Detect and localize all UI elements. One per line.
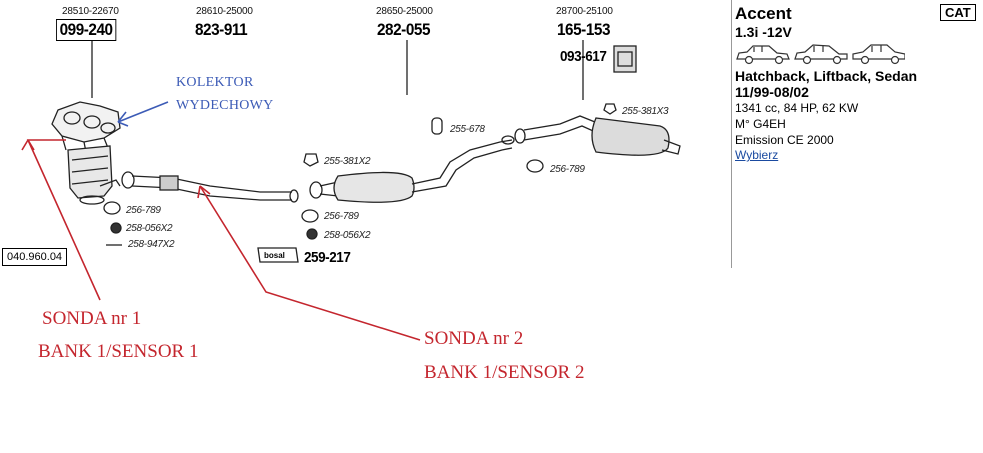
liftback-car-icon — [794, 44, 848, 65]
sedan-car-icon — [852, 44, 905, 65]
label-255-678: 255-678 — [450, 124, 485, 135]
part-number-165-153[interactable]: 165-153 — [557, 20, 611, 39]
label-258-056x2-front: 258-056X2 — [126, 223, 173, 234]
part-number-259-217[interactable]: 259-217 — [304, 249, 351, 266]
vehicle-info-panel: Accent 1.3i -12V Hatchback, Liftback, Se… — [735, 4, 975, 162]
label-255-381x2: 255-381X2 — [324, 156, 371, 167]
vehicle-model-title: Accent — [735, 4, 792, 23]
label-256-789-rear: 256-789 — [550, 164, 585, 175]
front-pipe — [121, 171, 299, 203]
sensor-arrows — [21, 139, 421, 341]
label-256-789-mid: 256-789 — [324, 211, 359, 222]
annotation-kolektor: KOLEKTOR — [176, 75, 254, 90]
label-256-789-front: 256-789 — [126, 205, 161, 216]
hardware-icons — [103, 103, 617, 246]
hanger-093-617 — [613, 45, 637, 73]
reference-number: 040.960.04 — [2, 248, 68, 266]
annotation-sonda-1: SONDA nr 1 — [42, 308, 142, 329]
part-number-099-240[interactable]: 099-240 — [56, 19, 117, 41]
bosal-label: bosal — [264, 251, 285, 260]
part-number-093-617[interactable]: 093-617 — [560, 48, 607, 65]
cat-badge: CAT — [940, 4, 976, 21]
arrow-sonda-2 — [199, 185, 421, 341]
label-255-381x3: 255-381X3 — [622, 106, 669, 117]
hatchback-car-icon — [736, 45, 790, 65]
body-style-icons — [736, 44, 905, 65]
annotation-sonda-2: SONDA nr 2 — [424, 328, 524, 349]
vehicle-engine: 1.3i -12V — [735, 24, 792, 40]
label-258-056x2-mid: 258-056X2 — [324, 230, 371, 241]
label-258-947x2: 258-947X2 — [128, 239, 175, 250]
part-oem-165-153: 28700-25100 — [556, 6, 613, 17]
manifold-arrow — [117, 101, 169, 127]
part-number-823-911[interactable]: 823-911 — [195, 20, 248, 39]
vehicle-engine-code: M° G4EH — [735, 117, 786, 131]
bosal-box — [257, 247, 299, 263]
vehicle-years: 11/99-08/02 — [735, 84, 809, 100]
part-oem-282-055: 28650-25000 — [376, 6, 433, 17]
centre-silencer — [309, 139, 513, 203]
select-link[interactable]: Wybierz — [735, 148, 779, 162]
part-oem-099-240: 28510-22670 — [62, 6, 119, 17]
rear-silencer — [514, 115, 681, 156]
annotation-sonda-2-bank: BANK 1/SENSOR 2 — [424, 362, 585, 383]
exhaust-manifold — [51, 101, 121, 153]
annotation-wydechowy: WYDECHOWY — [176, 98, 274, 113]
part-oem-823-911: 28610-25000 — [196, 6, 253, 17]
annotation-sonda-1-bank: BANK 1/SENSOR 1 — [38, 341, 199, 362]
panel-divider — [731, 0, 732, 268]
part-number-282-055[interactable]: 282-055 — [377, 20, 431, 39]
vehicle-emission: Emission CE 2000 — [735, 133, 834, 147]
vehicle-specs: 1341 cc, 84 HP, 62 KW — [735, 101, 859, 115]
catalytic-converter — [67, 145, 121, 205]
vehicle-body-types: Hatchback, Liftback, Sedan — [735, 68, 918, 84]
